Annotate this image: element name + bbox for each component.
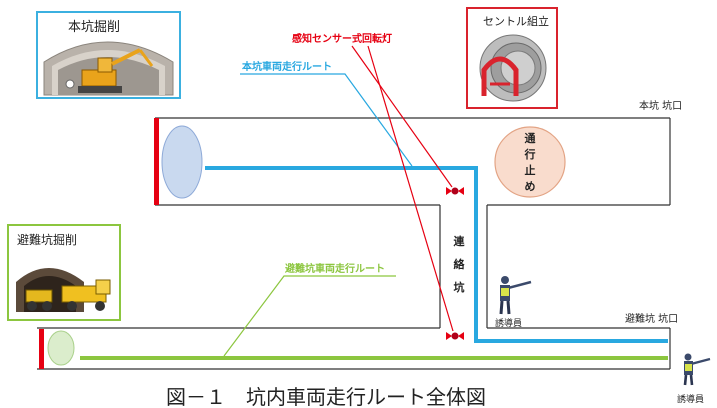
centle-illustration	[479, 34, 547, 102]
sensor-leader-lower	[367, 45, 454, 332]
main-tunnel	[154, 117, 671, 206]
closed-sign-char-2: 行	[524, 147, 536, 161]
guide-label-2: 誘導員	[677, 393, 704, 405]
sensor-label: 感知センサー式回転灯	[292, 32, 392, 45]
main-tunnel-face	[161, 125, 203, 199]
evac-excavation-box: 避難坑掘削	[7, 224, 121, 321]
main-route-line	[205, 166, 668, 343]
guide-person-2: 誘導員	[677, 353, 711, 405]
centle-title: セントル組立	[483, 14, 549, 28]
evac-portal-label: 避難坑 坑口	[625, 312, 678, 325]
connecting-tunnel-char-3: 坑	[454, 280, 465, 294]
evac-tunnel	[37, 327, 671, 370]
evac-excavation-illustration	[16, 268, 111, 312]
rotating-light-lower-icon	[446, 332, 464, 340]
evac-route-label: 避難坑車両走行ルート	[284, 262, 385, 275]
centle-box: セントル組立	[466, 7, 558, 109]
guide-person-icon	[499, 276, 532, 315]
excavator-illustration	[43, 41, 174, 96]
main-route-label: 本坑車両走行ルート	[242, 60, 332, 73]
main-route-leader	[240, 73, 413, 167]
main-portal-label: 本坑 坑口	[639, 99, 682, 112]
connecting-tunnel-char-1: 連	[454, 234, 466, 248]
closed-sign: 通 行 止 め	[494, 126, 566, 198]
main-excavation-title: 本坑掘削	[68, 20, 120, 35]
guide-label-1: 誘導員	[495, 317, 522, 329]
closed-sign-char-1: 通	[525, 132, 536, 145]
closed-sign-char-3: 止	[525, 163, 536, 177]
connecting-tunnel: 連 絡 坑	[439, 205, 488, 328]
guide-person-icon	[683, 353, 711, 386]
sensor-leader-upper	[351, 45, 453, 188]
main-excavation-box: 本坑掘削	[36, 11, 181, 99]
figure-caption: 図－１ 坑内車両走行ルート全体図	[166, 385, 486, 408]
closed-sign-char-4: め	[525, 180, 536, 193]
evac-tunnel-face	[47, 330, 75, 366]
evac-tunnel-face-bar	[39, 329, 44, 369]
evac-excavation-title: 避難坑掘削	[17, 232, 77, 247]
guide-person-1: 誘導員	[495, 276, 532, 329]
connecting-tunnel-char-2: 絡	[454, 257, 466, 271]
rotating-light-upper-icon	[446, 187, 464, 195]
main-tunnel-face-bar	[154, 118, 159, 205]
evac-route-leader	[223, 275, 396, 357]
